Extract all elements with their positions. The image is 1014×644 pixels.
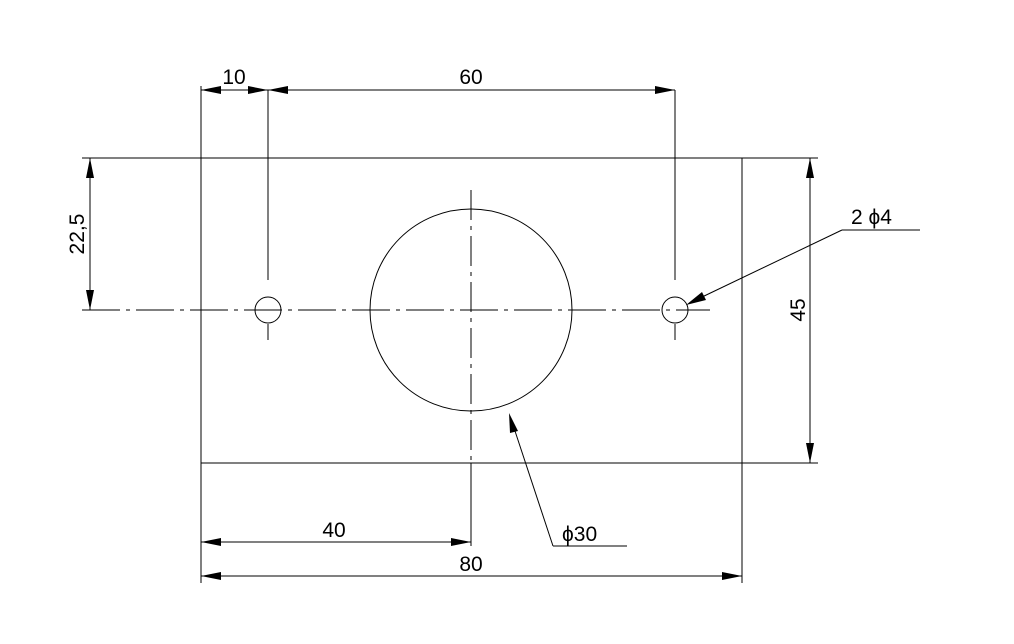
dim-half-height-label: 22,5 <box>66 214 89 255</box>
dim-hole-offset: 10 <box>201 66 268 94</box>
dim-height-label: 45 <box>787 298 810 321</box>
leader-small-holes: 2 ϕ4 <box>686 206 920 305</box>
centerlines <box>82 90 710 460</box>
dim-center-offset-label: 40 <box>322 519 345 542</box>
dim-width-label: 80 <box>459 553 482 576</box>
dim-hole-spacing-label: 60 <box>459 66 482 89</box>
extension-lines <box>82 86 818 583</box>
dim-hole-spacing: 60 <box>268 66 675 94</box>
leader-center-hole: ϕ30 <box>509 413 627 547</box>
dim-half-height: 22,5 <box>66 158 94 310</box>
small-holes-callout: 2 ϕ4 <box>851 206 892 229</box>
dim-center-offset: 40 <box>201 519 471 546</box>
dim-height: 45 <box>787 158 814 463</box>
dim-width: 80 <box>201 553 742 580</box>
dim-hole-offset-label: 10 <box>222 66 245 89</box>
center-hole-callout: ϕ30 <box>562 523 597 546</box>
